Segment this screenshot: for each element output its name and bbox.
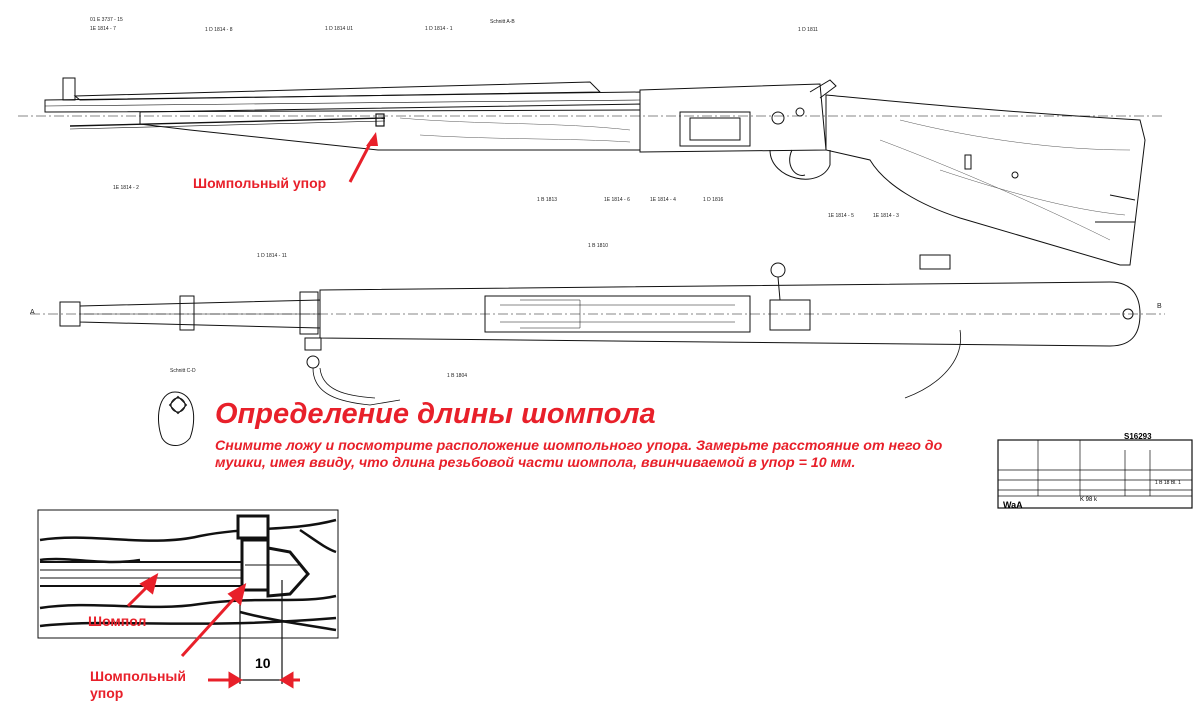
stop-arrow-top bbox=[348, 139, 374, 183]
part-label: 1E 1814 - 7 bbox=[90, 26, 116, 32]
part-label: 1E 1814 - 6 bbox=[604, 197, 630, 203]
stop-arrowhead-top bbox=[366, 132, 378, 146]
part-label: 1 D 1816 bbox=[703, 197, 724, 203]
section-letter-b: B bbox=[1157, 303, 1162, 310]
part-label: 1 D 1814 - 11 bbox=[257, 253, 287, 259]
part-label: 1 D 1814 - 1 bbox=[425, 26, 453, 32]
sheet-number: 1 B 18 Bl. 1 bbox=[1155, 480, 1181, 486]
instruction-text: Снимите ложу и посмотрите расположение ш… bbox=[215, 438, 943, 471]
rod-stop-detail bbox=[37, 509, 339, 689]
part-label: 1 B 1810 bbox=[588, 243, 609, 249]
page-heading: Определение длины шомпола bbox=[215, 398, 656, 430]
rod-stop-label-detail: Шомпольный упор bbox=[90, 668, 186, 701]
thread-length-dimension: 10 bbox=[255, 655, 271, 671]
rifle-side-view bbox=[18, 77, 1165, 266]
part-label: 1 B 1804 bbox=[447, 373, 468, 379]
part-label: 1E 1814 - 5 bbox=[828, 213, 854, 219]
drawing-number: S16293 bbox=[1124, 432, 1152, 441]
cleaning-rod-label: Шомпол bbox=[88, 613, 147, 629]
section-label: Schnitt A-B bbox=[490, 19, 515, 25]
section-cd bbox=[157, 391, 195, 446]
waa-stamp: WaA bbox=[1003, 500, 1023, 510]
part-label: 1 D 1814 U1 bbox=[325, 26, 354, 32]
title-block bbox=[997, 439, 1193, 509]
part-label: 1E 1814 - 3 bbox=[873, 213, 899, 219]
rod-stop-label-top: Шомпольный упор bbox=[193, 175, 327, 191]
rifle-type: K 98 k bbox=[1080, 497, 1098, 503]
section-label: Schnitt C-D bbox=[170, 368, 196, 374]
rifle-top-view bbox=[30, 254, 1165, 406]
section-letter-a: A bbox=[30, 309, 35, 316]
part-label: 1 D 1811 bbox=[798, 27, 818, 33]
part-label: 1E 1814 - 2 bbox=[113, 185, 139, 191]
part-label: 1 D 1814 - 8 bbox=[205, 27, 233, 33]
part-label: 1E 1814 - 4 bbox=[650, 197, 676, 203]
part-label: 1 B 1813 bbox=[537, 197, 558, 203]
part-label: 01 E 3737 - 15 bbox=[90, 17, 123, 23]
